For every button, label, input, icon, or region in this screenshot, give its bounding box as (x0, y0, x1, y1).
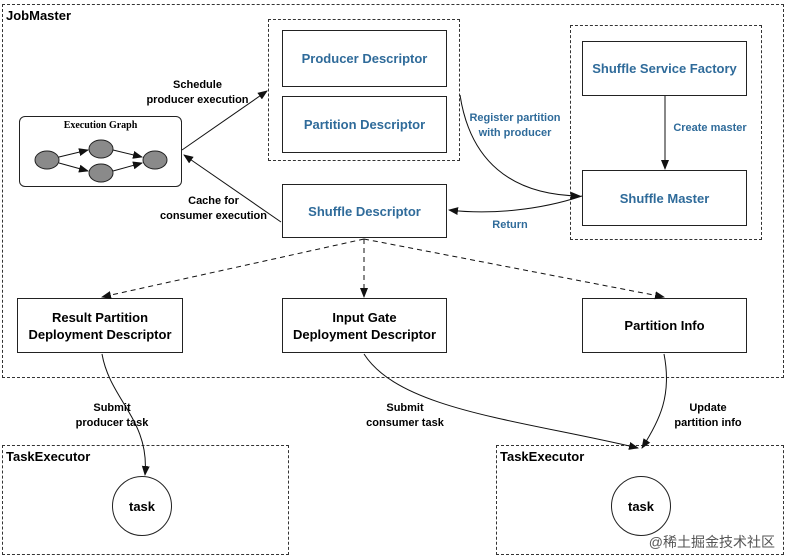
descriptor-group (268, 19, 460, 161)
producer-descriptor-label: Producer Descriptor (301, 51, 428, 66)
partition-info-label: Partition Info (624, 318, 705, 333)
jobmaster-label: JobMaster (6, 8, 72, 23)
shuffle-master-label: Shuffle Master (619, 190, 710, 206)
label-register: Register partition with producer (469, 112, 561, 139)
shuffle-master-box: Shuffle Master (582, 170, 747, 226)
taskexecutor-right-container (496, 445, 784, 555)
input-gate-dd-box: Input Gate Deployment Descriptor (282, 298, 447, 353)
taskexecutor-right-label: TaskExecutor (500, 449, 585, 464)
partition-descriptor-label: Partition Descriptor (303, 117, 426, 132)
shuffle-service-factory-box: Shuffle Service Factory (582, 41, 747, 96)
label-return: Return (492, 219, 528, 231)
taskexecutor-left-label: TaskExecutor (6, 449, 91, 464)
result-partition-dd-label: Result Partition Deployment Descriptor (28, 309, 172, 342)
label-cache: Cache for consumer execution (160, 195, 267, 222)
label-create-master: Create master (673, 122, 747, 134)
partition-info-box: Partition Info (582, 298, 747, 353)
shuffle-descriptor-box: Shuffle Descriptor (282, 184, 447, 238)
task-right-node: task (611, 476, 671, 536)
shuffle-descriptor-label: Shuffle Descriptor (308, 203, 421, 219)
watermark: @稀土掘金技术社区 (648, 534, 775, 550)
label-schedule: Schedule producer execution (146, 79, 249, 106)
label-update-partition: Update partition info (674, 402, 742, 429)
label-submit-producer: Submit producer task (75, 402, 149, 429)
task-right-label: task (627, 498, 655, 514)
task-left-node: task (112, 476, 172, 536)
task-left-label: task (128, 498, 156, 514)
input-gate-dd-label: Input Gate Deployment Descriptor (292, 309, 437, 342)
result-partition-dd-box: Result Partition Deployment Descriptor (17, 298, 183, 353)
label-submit-consumer: Submit consumer task (366, 402, 444, 429)
partition-descriptor-box: Partition Descriptor (282, 96, 447, 153)
shuffle-service-factory-label: Shuffle Service Factory (592, 61, 737, 76)
execution-graph-title: Execution Graph (63, 120, 138, 131)
execution-graph-box: Execution Graph (19, 116, 182, 187)
producer-descriptor-box: Producer Descriptor (282, 30, 447, 87)
